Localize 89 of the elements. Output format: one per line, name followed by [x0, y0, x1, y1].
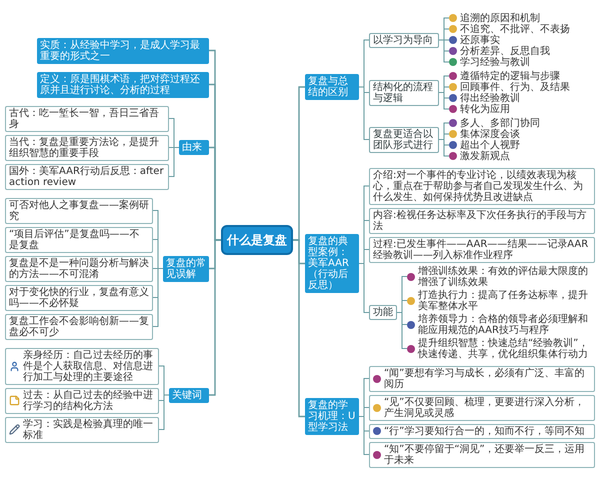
note-box	[369, 394, 595, 420]
note-box	[369, 366, 595, 392]
note-box	[5, 226, 153, 252]
note-text: “闻”要想有学习与成长，必须有广泛、丰富的阅历	[384, 368, 586, 390]
connector-line	[396, 312, 408, 349]
connector-line	[158, 394, 170, 430]
item-text: 学习经验与教训	[460, 56, 530, 68]
note-box	[5, 284, 153, 310]
note-box	[369, 424, 595, 438]
note-box	[5, 134, 169, 160]
topic-box	[305, 234, 359, 293]
subtopic-label: 结构化的流程与逻辑	[373, 82, 433, 104]
note-text: 学习：实践是检验真理的唯一标准	[23, 418, 154, 440]
topic-label: 复盘与总结的区别	[308, 76, 348, 98]
item-text: 转化为应用	[460, 104, 510, 114]
connector-line	[209, 239, 221, 396]
item-text: 追溯的原因和机制	[460, 12, 540, 24]
connector-line	[358, 263, 370, 313]
item-text: 遵循特定的逻辑与步骤	[460, 70, 560, 82]
note-text: 过程:已发生事件——AAR——结果——记录AAR经验教训——列入标准作业程序	[373, 238, 590, 260]
note-text: “知”不要停留于“洞见”，还要举一反三，运用于未来	[384, 444, 586, 466]
topic-label: 定义：原是围棋术语，把对弈过程还原并且进行讨论、分析的过程	[40, 74, 200, 96]
note-text: 亲身经历：自己过去经历的事件是个人获取信息、对信息进行加工与处理的主要途径	[23, 350, 154, 382]
item-text: 还原事实	[460, 34, 500, 46]
note-text: 可否对他人之事复盘——案例研究	[9, 200, 149, 222]
topic-box	[37, 38, 209, 64]
item-text: 提升组织智慧：快速总结“经验教训”，快速传递、共享，优化组织集体行动力	[418, 338, 590, 360]
topic-box	[179, 140, 209, 155]
note-box	[5, 164, 169, 190]
item-text: 得出经验教训	[460, 92, 520, 104]
item-text: 集体深度会谈	[460, 128, 520, 140]
central-topic-box	[221, 225, 293, 255]
topic-label: 关键词	[172, 390, 202, 400]
item-text: 超出个人视野	[460, 140, 520, 150]
note-text: 介绍:对一个事件的专业讨论，以绩效表现为核心，重点在于帮助参与者自己发现发生什么、为什么发生、如何保持优势且改进缺点	[373, 170, 584, 202]
note-box	[5, 314, 153, 340]
topic-box	[305, 74, 359, 100]
note-box	[5, 348, 159, 384]
connector-line	[358, 416, 370, 455]
topic-label: 实质：从经验中学习，是成人学习最重要的形式之一	[40, 40, 200, 62]
note-text: “见”不仅要回顾、梳理，更要进行深入分析，产生洞见或灵感	[384, 396, 586, 418]
connector-line	[438, 139, 450, 156]
topic-label: 复盘的典型案例：美军AAR（行动后反思）	[308, 236, 349, 291]
central-topic-label: 什么是复盘	[227, 233, 287, 247]
note-text: 复盘工作会不会影响创新——复盘必不可少	[9, 316, 149, 338]
item-text: 培养领导力：合格的领导者必须理解和能应用规范的AAR技巧与程序	[418, 314, 589, 336]
note-text: “行”学习要知行合一的，知而不行，等同不知	[384, 426, 584, 436]
note-box	[369, 168, 595, 204]
topic-label: 复盘的常见误解	[166, 258, 206, 280]
connector-line	[438, 40, 450, 62]
item-text: 激发新观点	[460, 150, 510, 162]
note-box	[5, 416, 159, 442]
subtopic-box	[369, 126, 439, 152]
note-box	[5, 198, 153, 224]
item-text: 分析差异、反思自我	[460, 46, 550, 56]
subtopic-label: 复盘更适合以团队形式进行	[373, 128, 433, 150]
connector-line	[152, 268, 164, 327]
note-box	[5, 106, 169, 132]
note-text: 过去：从自己过去的经验中进行学习的结构化方法	[23, 390, 154, 412]
item-text: 增强训练效果：有效的评估最大限度的增强了训练效果	[418, 266, 589, 288]
item-text: 不追究、不批评、不表扬	[460, 24, 570, 34]
topic-label: 由来	[182, 142, 202, 153]
topic-label: 复盘的学习机理：U型学习法	[308, 400, 356, 433]
connector-line	[358, 86, 370, 140]
connector-line	[168, 147, 180, 177]
note-text: 对于变化快的行业，复盘有意义吗——不必怀疑	[9, 286, 149, 308]
connector-line	[438, 92, 450, 110]
connector-line	[293, 239, 305, 418]
item-text: 多人、多部门协同	[460, 118, 540, 128]
note-box	[369, 236, 595, 262]
note-box	[5, 388, 159, 414]
note-text: 古代：吃一堑长一智，吾日三省吾身	[9, 108, 160, 130]
subtopic-label: 功能	[373, 307, 393, 318]
item-text: 打造执行力：提高了任务达标率，提升美军整体水平	[418, 290, 589, 312]
note-box	[369, 442, 595, 468]
item-text: 回顾事件、行为、及结果	[460, 82, 570, 92]
subtopic-label: 以学习为导向	[373, 34, 433, 46]
subtopic-box	[369, 32, 439, 48]
note-text: “项目后评估”是复盘吗——不是复盘	[9, 228, 140, 250]
subtopic-box	[369, 305, 397, 320]
subtopic-box	[369, 80, 439, 106]
note-text: 国外：美军AAR行动后反思：after action review	[9, 166, 165, 188]
note-box	[369, 208, 595, 234]
note-box	[5, 256, 153, 282]
topic-box	[169, 388, 209, 402]
note-text: 复盘是不是一种问题分析与解决的方法——不可混淆	[9, 258, 149, 280]
note-text: 内容:检视任务达标率及下次任务执行的手段与方法	[373, 210, 588, 232]
note-text: 当代：复盘是重要方法论，是提升组织智慧的重要手段	[9, 136, 160, 158]
topic-box	[37, 72, 209, 98]
